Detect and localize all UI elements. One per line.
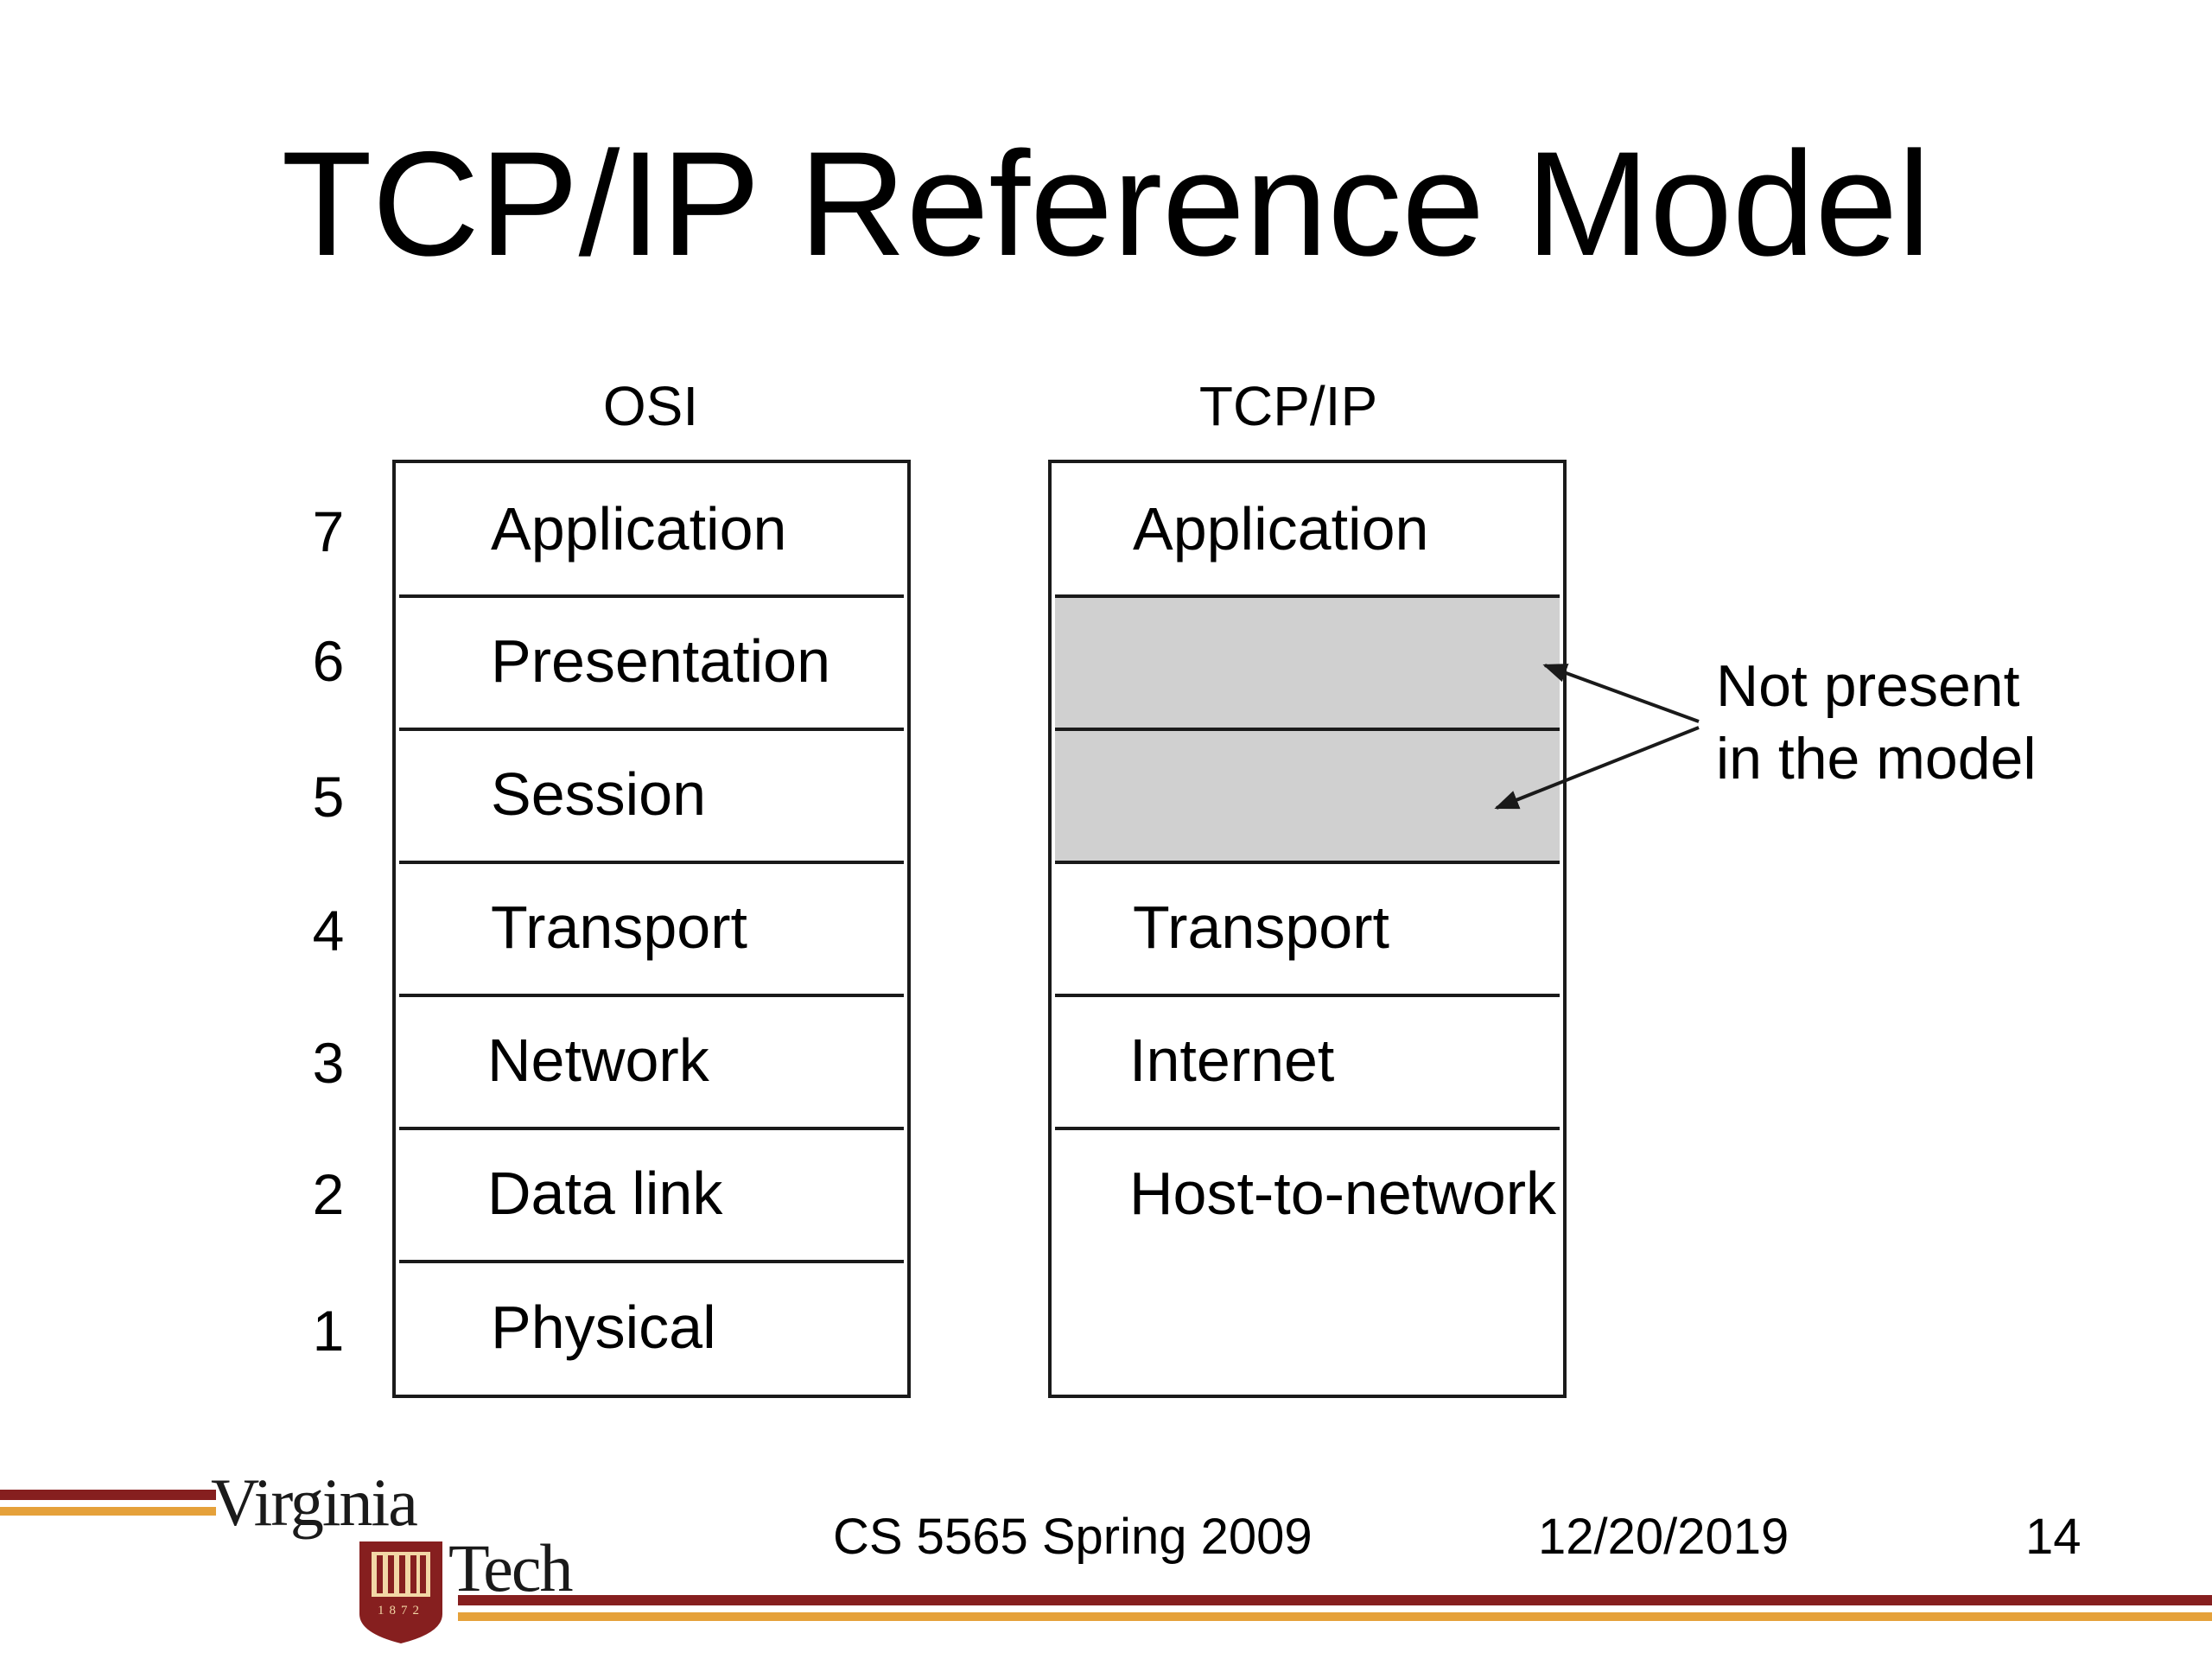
osi-layer-number-2: 2 (312, 1162, 345, 1226)
osi-layer-label: Presentation (491, 627, 831, 695)
osi-layer-label: Data link (487, 1160, 723, 1227)
logo-word-virginia: Virginia (211, 1465, 418, 1540)
tcpip-layer-label: Transport (1133, 893, 1389, 961)
tcpip-divider (1055, 994, 1560, 997)
osi-divider (399, 728, 904, 731)
tcpip-layer-host-to-network: Host-to-network (1052, 1127, 1563, 1260)
osi-layer-number-1: 1 (312, 1299, 345, 1363)
footer-course: CS 5565 Spring 2009 (833, 1509, 1313, 1565)
osi-layer-network: Network (396, 994, 907, 1127)
footer-bar-maroon-left (0, 1490, 216, 1500)
footer-bar-orange-right (458, 1612, 2212, 1621)
tcpip-layer-application: Application (1052, 463, 1563, 594)
footer-bar-orange-left (0, 1507, 216, 1516)
osi-layer-presentation: Presentation (396, 594, 907, 728)
osi-layer-session: Session (396, 728, 907, 861)
osi-heading: OSI (602, 375, 699, 437)
tcpip-stack: Application Transport Internet Host-to-n… (1048, 460, 1567, 1398)
osi-layer-number-7: 7 (312, 499, 345, 563)
tcpip-divider (1055, 594, 1560, 598)
osi-layer-application: Application (396, 463, 907, 594)
arrow-to-session (1494, 726, 1700, 810)
slide-title: TCP/IP Reference Model (281, 121, 1931, 287)
osi-divider (399, 594, 904, 598)
footer-date: 12/20/2019 (1538, 1509, 1789, 1565)
tcpip-divider (1055, 1127, 1560, 1130)
osi-layer-number-5: 5 (312, 765, 345, 829)
tcpip-layer-transport: Transport (1052, 861, 1563, 994)
osi-layer-label: Application (491, 495, 787, 563)
osi-divider (399, 1127, 904, 1130)
osi-layer-label: Transport (491, 893, 747, 961)
tcpip-heading: TCP/IP (1198, 375, 1378, 437)
tcpip-divider (1055, 728, 1560, 731)
tcpip-divider (1055, 861, 1560, 864)
logo-year: 1872 (378, 1604, 424, 1618)
logo-shield-icon: 1872 (359, 1541, 442, 1643)
osi-layer-number-4: 4 (312, 899, 345, 963)
tcpip-layer-label: Host-to-network (1129, 1160, 1557, 1227)
logo-word-tech: Tech (448, 1530, 573, 1605)
annotation-line-1: Not present (1716, 653, 2020, 719)
arrow-to-presentation (1542, 664, 1700, 723)
osi-layer-label: Session (491, 760, 707, 828)
osi-layer-physical: Physical (396, 1260, 907, 1395)
osi-stack: Application Presentation Session Transpo… (392, 460, 911, 1398)
osi-layer-label: Network (487, 1027, 709, 1094)
footer-bar-maroon-right (458, 1595, 2212, 1605)
footer-page-number: 14 (2025, 1509, 2082, 1565)
osi-layer-transport: Transport (396, 861, 907, 994)
annotation-line-2: in the model (1716, 726, 2037, 791)
osi-divider (399, 1260, 904, 1263)
osi-layer-number-6: 6 (312, 629, 345, 693)
virginia-tech-logo: Virginia Tech 1872 (211, 1469, 591, 1650)
tcpip-layer-label: Internet (1129, 1027, 1335, 1094)
osi-layer-number-3: 3 (312, 1031, 345, 1095)
osi-divider (399, 861, 904, 864)
annotation-note: Not present in the model (1716, 650, 2036, 795)
osi-layer-label: Physical (491, 1294, 716, 1361)
osi-layer-data-link: Data link (396, 1127, 907, 1260)
tcpip-layer-internet: Internet (1052, 994, 1563, 1127)
osi-divider (399, 994, 904, 997)
tcpip-layer-label: Application (1133, 495, 1429, 563)
